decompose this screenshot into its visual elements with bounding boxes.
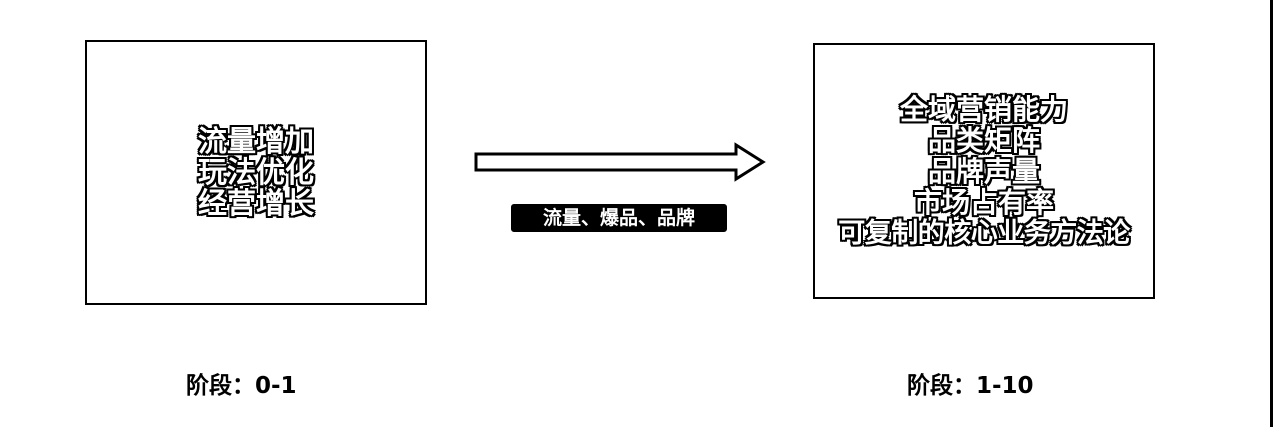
right-box-line-5: 可复制的核心业务方法论 — [838, 217, 1130, 249]
left-box-line-3: 经营增长 — [197, 186, 314, 220]
right-box-line-3: 品牌声量 — [927, 154, 1040, 188]
stage-0-1-box: 流量增加 玩法优化 经营增长 — [85, 40, 427, 305]
right-box-line-2: 品类矩阵 — [927, 123, 1040, 157]
left-box-line-1: 流量增加 — [197, 124, 314, 158]
left-box-line-2: 玩法优化 — [197, 155, 314, 189]
arrow-label-text: 流量、爆品、品牌 — [542, 207, 695, 229]
right-box-line-4: 市场占有率 — [913, 185, 1054, 219]
stage-label-1-10: 阶段：1-10 — [907, 373, 1034, 399]
stage-1-10-box: 全域营销能力 品类矩阵 品牌声量 市场占有率 可复制的核心业务方法论 — [813, 43, 1155, 299]
stage-label-0-1: 阶段：0-1 — [186, 373, 297, 399]
right-box-line-1: 全域营销能力 — [899, 92, 1068, 126]
right-arrow-icon — [474, 142, 766, 182]
arrow-label: 流量、爆品、品牌 — [511, 204, 727, 232]
edge-divider — [1270, 0, 1273, 427]
